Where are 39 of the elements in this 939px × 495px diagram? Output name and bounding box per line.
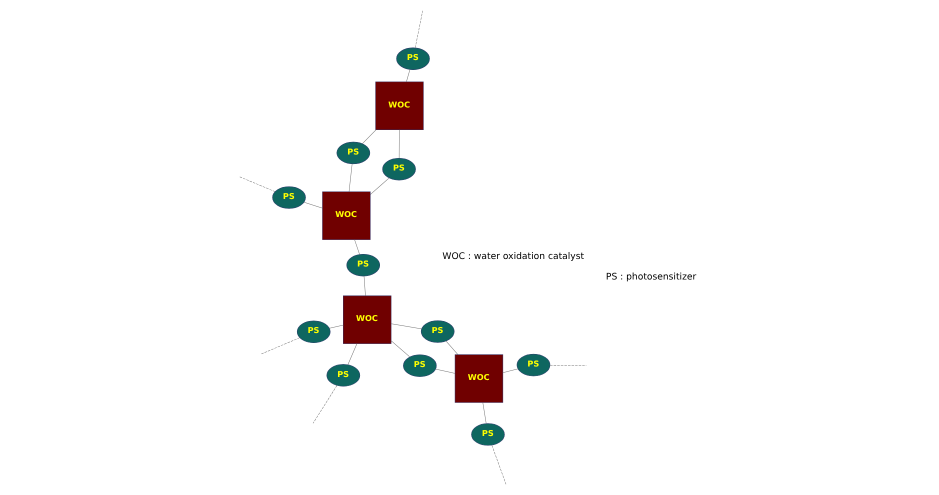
connector: [445, 340, 458, 355]
connector: [390, 340, 410, 358]
connector: [362, 130, 376, 144]
node-ellipse: PS: [516, 354, 550, 376]
connector: [414, 10, 422, 48]
connector: [370, 178, 389, 195]
connector: [328, 324, 343, 328]
connector: [238, 176, 275, 192]
connector: [348, 164, 352, 192]
connector: [390, 324, 422, 330]
node-ellipse: PS: [402, 354, 436, 377]
node-ellipse: PS: [296, 320, 330, 343]
node-ellipse: PS: [396, 48, 430, 70]
node-box: WOC: [322, 192, 370, 240]
label: WOC : water oxidation catalyst: [442, 252, 584, 262]
connector: [549, 365, 586, 366]
connector: [363, 276, 366, 296]
node-ellipse: PS: [382, 158, 416, 180]
connector: [347, 343, 357, 365]
node-ellipse: PS: [336, 142, 370, 164]
node-ellipse: PS: [272, 186, 306, 209]
node-box: WOC: [342, 296, 391, 344]
node-ellipse: PS: [326, 364, 360, 387]
connector: [491, 445, 506, 484]
connector: [406, 69, 410, 82]
label: PS : photosensitizer: [605, 272, 696, 282]
node-box: WOC: [454, 354, 503, 403]
node-ellipse: PS: [346, 254, 380, 276]
connector: [312, 385, 337, 424]
node-ellipse: PS: [420, 320, 454, 343]
node-box: WOC: [374, 82, 424, 130]
connector: [502, 368, 518, 373]
connector: [354, 240, 360, 255]
connector: [398, 130, 400, 158]
connector: [260, 337, 300, 354]
connector: [303, 202, 322, 208]
node-ellipse: PS: [470, 423, 504, 446]
connector: [482, 402, 486, 424]
connector: [434, 368, 455, 374]
